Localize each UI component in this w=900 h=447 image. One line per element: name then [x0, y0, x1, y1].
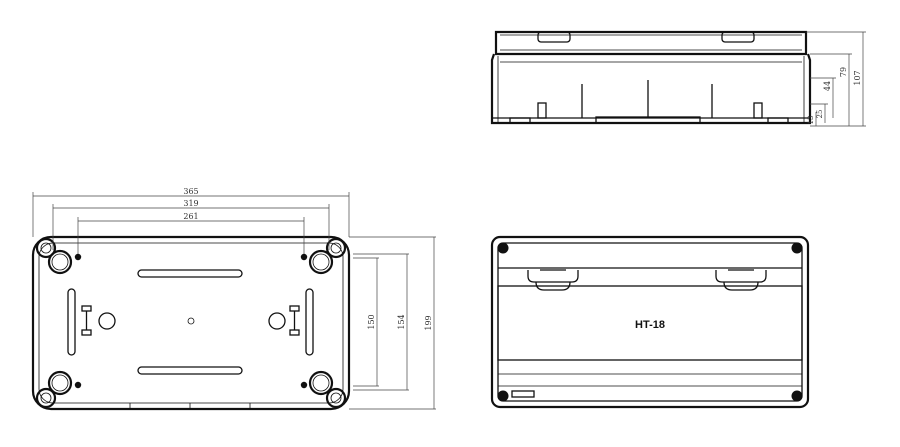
svg-text:365: 365	[183, 187, 198, 196]
slot-right	[305, 288, 314, 356]
corner-boss-bl	[35, 387, 57, 409]
svg-text:199: 199	[424, 315, 433, 330]
dim-base-thickness: 13	[807, 112, 817, 126]
mount-hole-tl	[74, 253, 82, 261]
side-view-lid	[494, 30, 808, 56]
mount-hole-tr	[300, 253, 308, 261]
din-clip-left	[81, 305, 92, 336]
dim-mount-height: 154	[353, 253, 409, 391]
front-view-outline	[490, 235, 810, 409]
slot-top	[137, 269, 243, 278]
dim-total-depth: 107	[806, 31, 866, 127]
svg-text:13: 13	[807, 116, 815, 125]
knockout-bl	[47, 370, 73, 396]
mount-hole-br	[300, 381, 308, 389]
dim-inner-height: 150	[353, 257, 379, 387]
center-hole-small	[187, 317, 195, 325]
knockout-br	[308, 370, 334, 396]
slot-bottom	[137, 366, 243, 375]
front-window	[497, 285, 803, 361]
svg-text:25: 25	[816, 110, 824, 119]
front-nameplate	[511, 390, 535, 398]
svg-text:319: 319	[183, 199, 198, 208]
svg-text:79: 79	[839, 67, 848, 77]
svg-text:154: 154	[397, 314, 406, 329]
dim-overall-height: 199	[349, 236, 436, 410]
bottom-view: 365 319 261 150 154	[31, 187, 436, 411]
din-clip-right	[289, 305, 300, 336]
svg-text:150: 150	[367, 314, 376, 329]
hinge-tab-right	[715, 269, 767, 291]
dim-upper-depth: 44	[810, 77, 836, 118]
svg-text:261: 261	[183, 212, 198, 221]
front-screw-bl	[497, 390, 509, 402]
dim-overall-width: 365	[32, 187, 350, 237]
front-view: HT-18	[490, 235, 810, 409]
center-hole-left	[98, 312, 116, 330]
front-screw-br	[791, 390, 803, 402]
dim-mount-width: 319	[52, 199, 330, 250]
front-screw-tr	[791, 242, 803, 254]
slot-left	[67, 288, 76, 356]
knockout-tr	[308, 249, 334, 275]
model-label: HT-18	[635, 319, 665, 331]
center-hole-right	[268, 312, 286, 330]
svg-text:107: 107	[853, 70, 862, 85]
dim-base-offset: 25	[810, 103, 828, 123]
front-screw-tl	[497, 242, 509, 254]
corner-boss-tl	[35, 237, 57, 259]
dim-body-depth: 79	[810, 53, 852, 126]
hinge-tab-left	[527, 269, 579, 291]
corner-boss-tr	[325, 237, 347, 259]
mount-hole-bl	[74, 381, 82, 389]
side-view: 107 79 44 25 13	[490, 30, 866, 127]
knockout-tl	[47, 249, 73, 275]
dim-inner-width: 261	[77, 212, 305, 254]
corner-boss-br	[325, 387, 347, 409]
bottom-view-outline	[31, 235, 351, 411]
svg-text:44: 44	[823, 81, 832, 91]
